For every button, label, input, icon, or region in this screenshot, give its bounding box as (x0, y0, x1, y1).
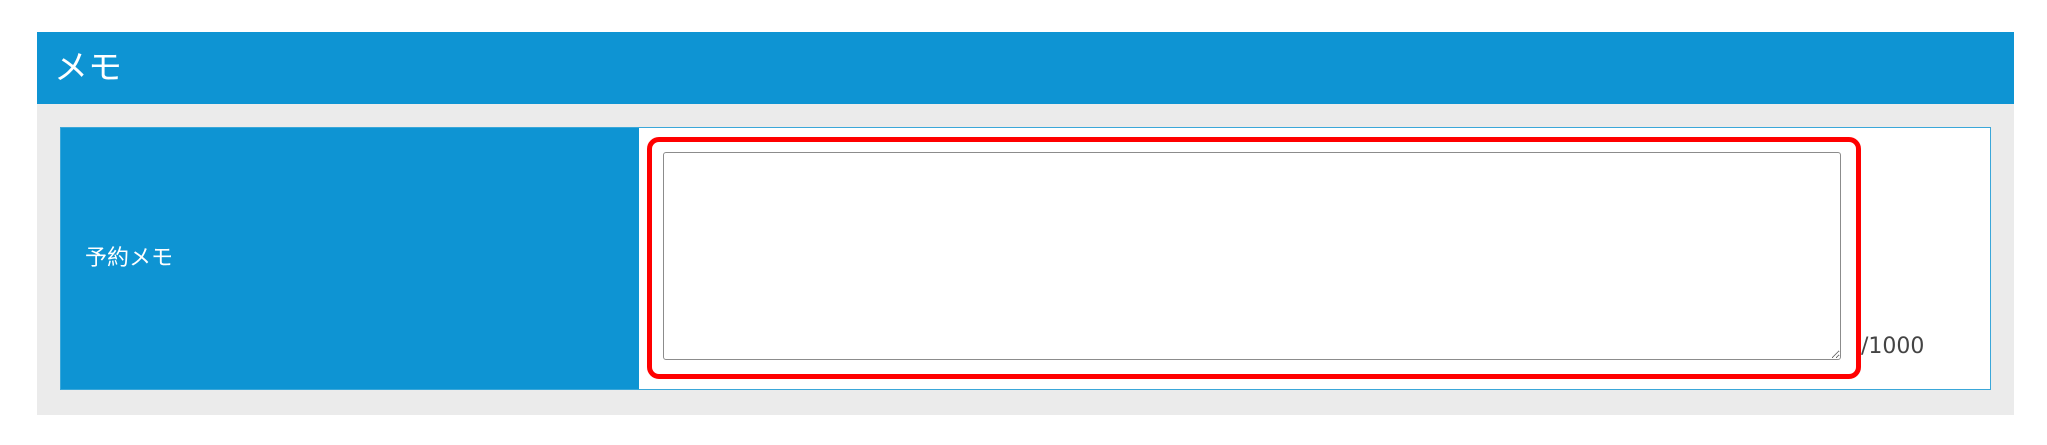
char-counter: /1000 (1861, 330, 1924, 364)
memo-section: メモ 予約メモ /1000 (37, 32, 2014, 415)
section-title: メモ (37, 32, 2014, 104)
highlight-box (647, 137, 1861, 379)
memo-label: 予約メモ (61, 128, 639, 389)
char-count-max: /1000 (1861, 334, 1925, 359)
memo-textarea[interactable] (663, 152, 1841, 360)
memo-form-row: 予約メモ /1000 (60, 127, 1991, 390)
